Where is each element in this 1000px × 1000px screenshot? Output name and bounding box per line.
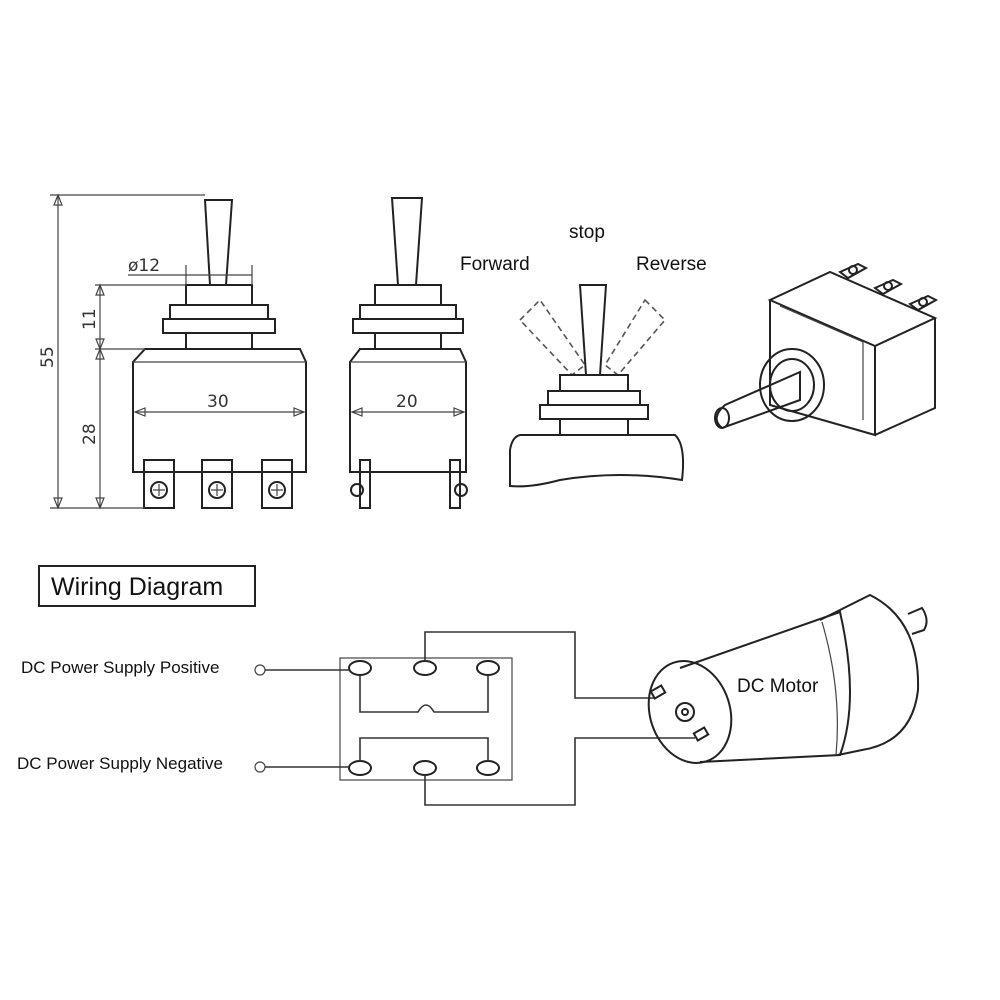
position-stop-label: stop [569, 222, 605, 243]
side-view: 20 [349, 197, 468, 509]
height-total-label: 55 [38, 346, 58, 368]
width-side-label: 20 [396, 392, 418, 412]
dc-motor-icon [647, 593, 928, 764]
positive-label: DC Power Supply Positive [21, 658, 219, 677]
wiring-title: Wiring Diagram [51, 573, 223, 601]
positive-terminal-icon [254, 664, 266, 676]
height-bushing-label: 11 [80, 308, 100, 330]
isometric-view [714, 262, 939, 437]
wiring-title-box [38, 565, 256, 607]
switch-terminal-icons [348, 660, 500, 776]
position-reverse-label: Reverse [636, 254, 707, 275]
position-forward-label: Forward [460, 254, 530, 275]
negative-label: DC Power Supply Negative [17, 754, 223, 773]
height-body-label: 28 [80, 423, 100, 445]
motor-label: DC Motor [737, 676, 819, 697]
negative-terminal-icon [254, 761, 266, 773]
front-view: ø12 30 [128, 199, 307, 509]
width-front-label: 30 [207, 392, 229, 412]
wiring-diagram: Wiring Diagram DC Power Supply Positive … [17, 565, 928, 806]
diameter-label: ø12 [128, 256, 160, 276]
height-dimensions: 55 11 28 [38, 193, 205, 510]
lever-positions-view: stop Forward Reverse [460, 222, 707, 488]
